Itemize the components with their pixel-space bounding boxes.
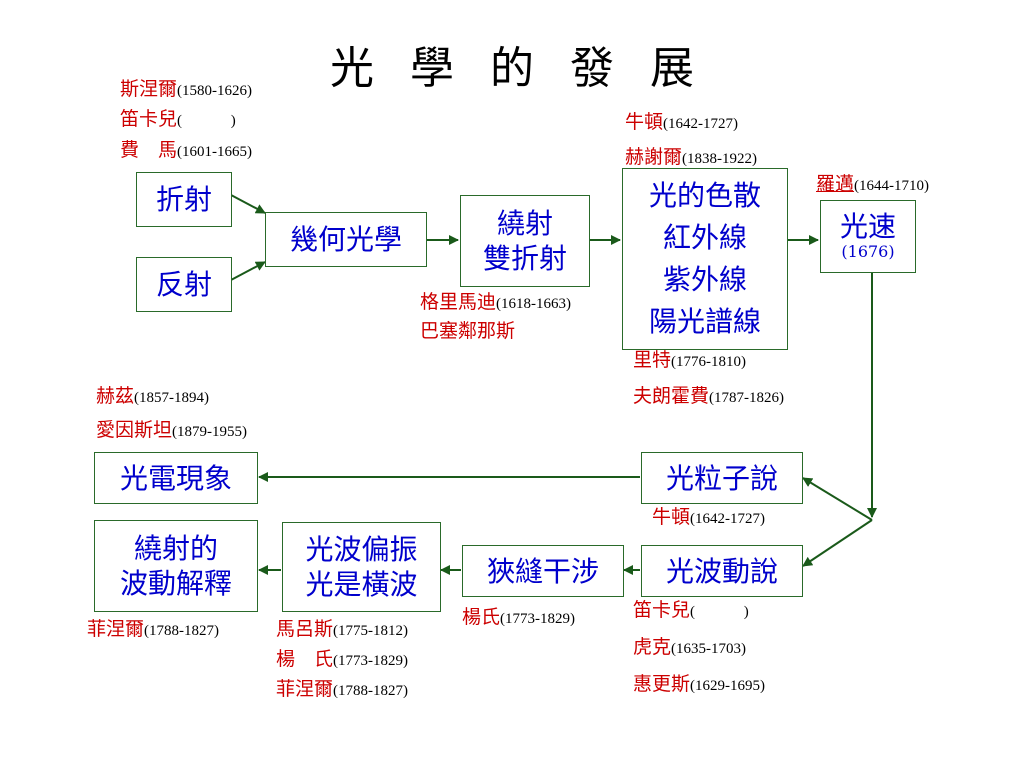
person-einstein: 愛因斯坦(1879-1955) xyxy=(96,419,248,441)
person-malus: 馬呂斯(1775-1812) xyxy=(276,618,409,640)
person-newton-top: 牛頓(1642-1727) xyxy=(625,111,739,133)
box-photoelectric: 光電現象 xyxy=(94,452,258,504)
person-snell: 斯涅爾(1580-1626) xyxy=(120,78,253,100)
page-title: 光學的發展 xyxy=(330,43,694,94)
box-reflection: 反射 xyxy=(136,257,232,312)
person-ritter: 里特(1776-1810) xyxy=(633,349,747,371)
person-descartes-top: 笛卡兒( ) xyxy=(120,108,236,130)
person-huygens: 惠更斯(1629-1695) xyxy=(633,673,766,695)
box-diffraction: 繞射 雙折射 xyxy=(460,195,590,287)
box-polarization: 光波偏振 光是橫波 xyxy=(282,522,441,612)
person-fraunhofer: 夫朗霍費(1787-1826) xyxy=(633,385,785,407)
box-particle-theory: 光粒子說 xyxy=(641,452,803,504)
box-diffraction-wave: 繞射的 波動解釋 xyxy=(94,520,258,612)
person-young-mid: 楊氏(1773-1829) xyxy=(462,606,576,628)
box-geometric-optics: 幾何光學 xyxy=(265,212,427,267)
arrow-split-to-wave xyxy=(802,519,873,567)
box-wave-theory: 光波動說 xyxy=(641,545,803,597)
arrow-refraction-to-geometric xyxy=(230,194,266,214)
person-herschel: 赫謝爾(1838-1922) xyxy=(625,146,758,168)
person-hooke: 虎克(1635-1703) xyxy=(633,636,747,658)
person-fermat: 費 馬(1601-1665) xyxy=(120,139,253,161)
person-grimaldi: 格里馬迪(1618-1663) xyxy=(420,291,572,313)
box-dispersion: 光的色散 紅外線 紫外線 陽光譜線 xyxy=(622,168,788,350)
person-fresnel-left: 菲涅爾(1788-1827) xyxy=(87,618,220,640)
box-slit-interference: 狹縫干涉 xyxy=(462,545,624,597)
person-young-bottom: 楊 氏(1773-1829) xyxy=(276,648,409,670)
person-descartes-bottom: 笛卡兒( ) xyxy=(633,599,749,621)
person-newton-mid: 牛頓(1642-1727) xyxy=(652,506,766,528)
arrow-reflection-to-geometric xyxy=(230,261,266,281)
box-refraction: 折射 xyxy=(136,172,232,227)
person-bartholin: 巴塞鄰那斯 xyxy=(420,320,516,342)
arrow-split-to-particle xyxy=(802,477,873,521)
person-fresnel-mid: 菲涅爾(1788-1827) xyxy=(276,678,409,700)
box-light-speed: 光速 (1676) xyxy=(820,200,916,273)
person-hertz: 赫茲(1857-1894) xyxy=(96,385,210,407)
person-roemer: 羅邁(1644-1710) xyxy=(816,173,930,195)
